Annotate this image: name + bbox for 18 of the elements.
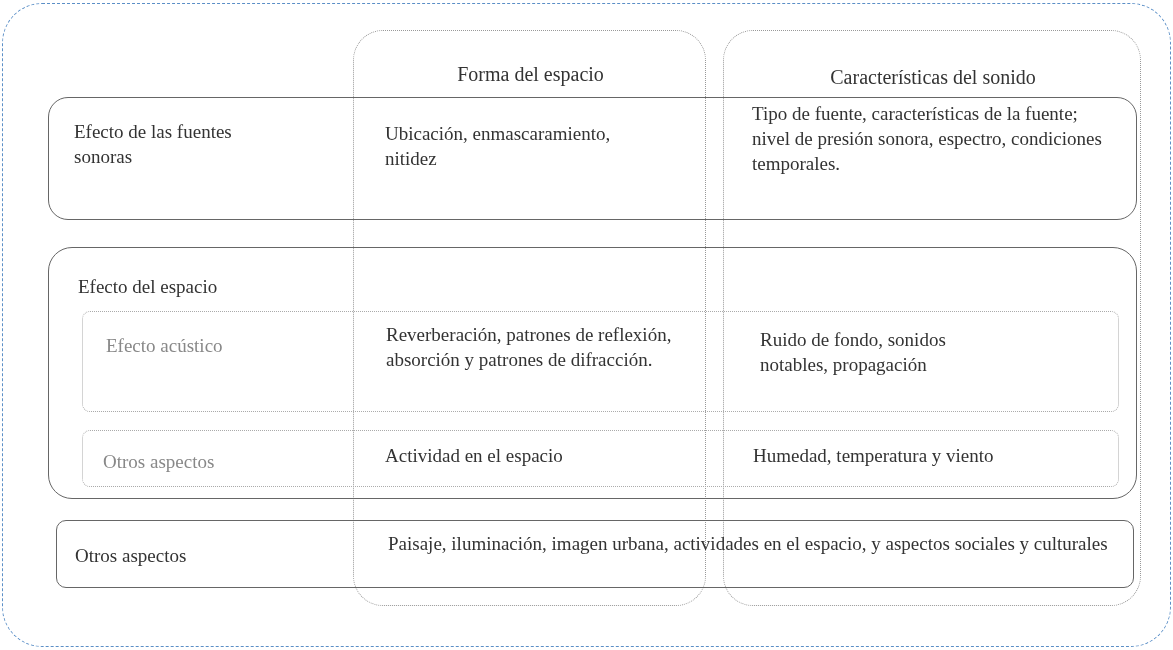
cell-text: Tipo de fuente, características de la fuente; nivel de presión sonora, espectro, condiciones temporales. — [752, 102, 1103, 176]
cell-text: Actividad en el espacio — [385, 444, 564, 468]
outer-frame — [2, 3, 1171, 647]
cell-text: Ruido de fondo, sonidos notables, propagación — [760, 328, 947, 377]
cell-text: Paisaje, iluminación, imagen urbana, actividades en el espacio, y aspectos sociales y culturales — [388, 532, 1109, 556]
row-heading: Otros aspectos — [103, 450, 216, 474]
row-heading: Efecto de las fuentes sonoras — [74, 120, 233, 169]
row-heading: Otros aspectos — [75, 544, 188, 568]
column-heading: Características del sonido — [829, 65, 1037, 90]
row-box — [48, 247, 1137, 499]
cell-text: Reverberación, patrones de reflexión, absorción y patrones de difracción. — [386, 323, 673, 372]
row-heading: Efecto del espacio — [78, 275, 219, 299]
row-heading: Efecto acústico — [106, 334, 224, 358]
row-box — [48, 97, 1137, 220]
cell-text: Humedad, temperatura y viento — [753, 444, 995, 468]
row-box — [56, 520, 1134, 588]
cell-text: Ubicación, enmascaramiento, nitidez — [385, 122, 612, 171]
column-heading: Forma del espacio — [456, 62, 605, 87]
